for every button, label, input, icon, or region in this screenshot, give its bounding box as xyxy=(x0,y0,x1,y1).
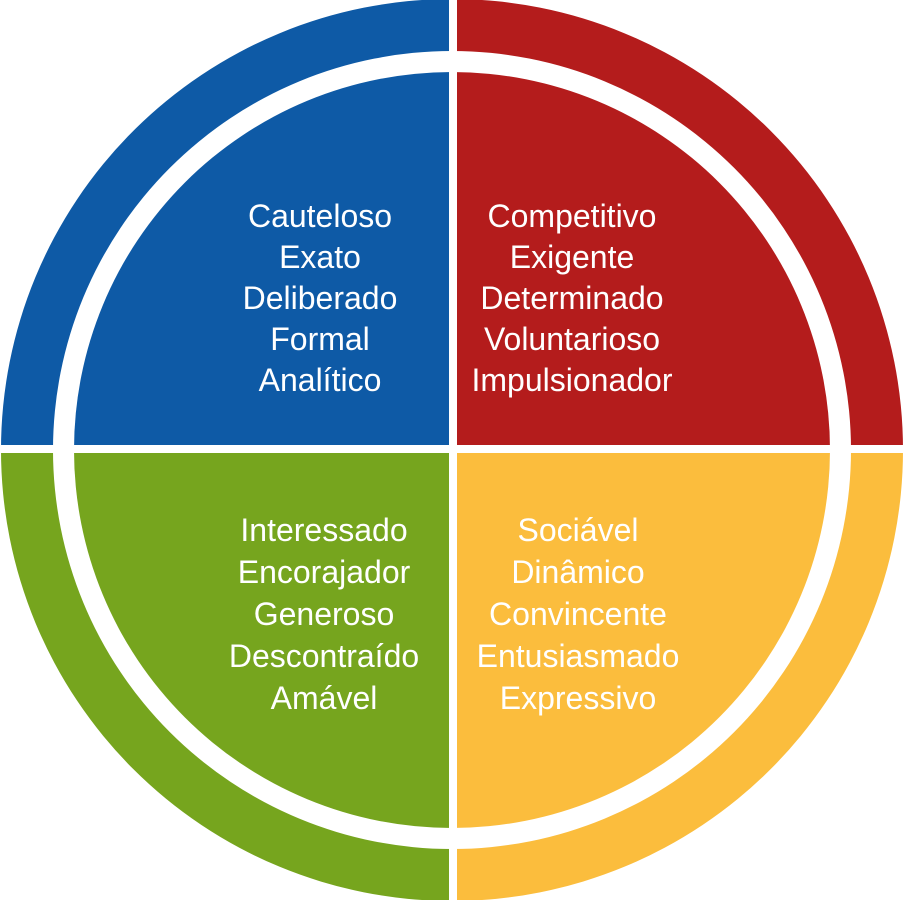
pie-top-right xyxy=(452,72,830,450)
ring-arc-top-left xyxy=(1,0,452,450)
ring-arc-top-right xyxy=(452,0,903,450)
ring-arc-bottom-right xyxy=(452,450,903,900)
cross-gap-horizontal xyxy=(0,445,904,453)
ring-arc-bottom-left xyxy=(1,450,452,900)
pie-bottom-left xyxy=(74,450,452,828)
pie-bottom-right xyxy=(452,450,830,828)
pie-top-left xyxy=(74,72,452,450)
